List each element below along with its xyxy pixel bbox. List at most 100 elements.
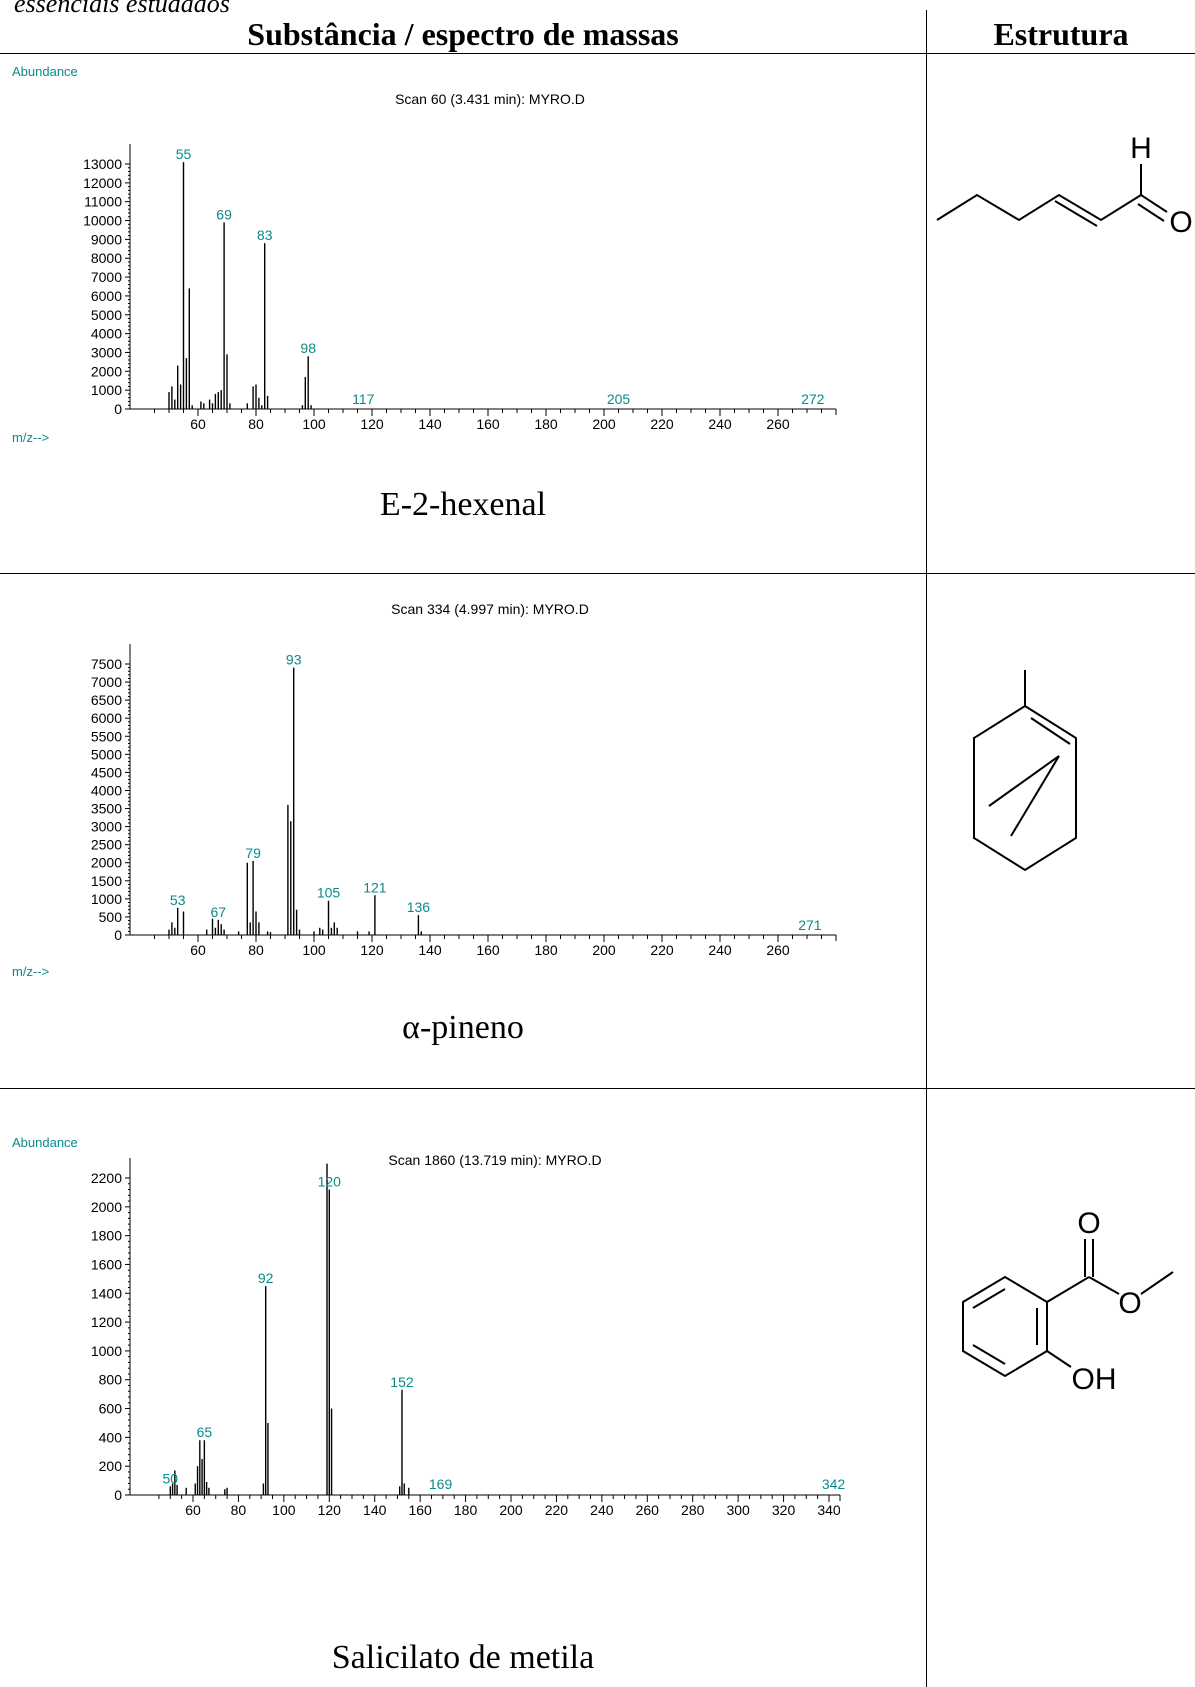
y-tick-label: 0 bbox=[114, 1487, 122, 1503]
y-tick-label: 4000 bbox=[91, 326, 122, 342]
x-tick-label: 80 bbox=[248, 942, 264, 958]
structure-cell-hexenal: H O bbox=[927, 54, 1195, 573]
x-tick-label: 180 bbox=[534, 942, 558, 958]
peak-label: 105 bbox=[317, 885, 341, 901]
x-tick-label: 220 bbox=[650, 416, 674, 432]
x-tick-label: 200 bbox=[592, 416, 616, 432]
y-tick-label: 6000 bbox=[91, 710, 122, 726]
y-tick-label: 10000 bbox=[83, 213, 122, 229]
y-tick-label: 11000 bbox=[84, 194, 122, 210]
x-tick-label: 80 bbox=[248, 416, 264, 432]
y-tick-label: 1800 bbox=[91, 1228, 122, 1244]
atom-label: OH bbox=[1072, 1363, 1117, 1396]
y-tick-label: 5000 bbox=[91, 746, 122, 762]
y-tick-label: 9000 bbox=[91, 231, 122, 247]
x-tick-label: 220 bbox=[650, 942, 674, 958]
atom-label: O bbox=[1118, 1287, 1141, 1320]
y-tick-label: 3000 bbox=[91, 344, 122, 360]
atom-label: O bbox=[1077, 1207, 1100, 1240]
peak-label: 53 bbox=[170, 892, 186, 908]
y-tick-label: 7000 bbox=[91, 674, 122, 690]
y-tick-label: 2000 bbox=[91, 363, 122, 379]
x-tick-label: 80 bbox=[231, 1502, 247, 1518]
e-2-hexenal-structure: H O bbox=[936, 132, 1193, 239]
peak-label: 272 bbox=[801, 391, 825, 407]
y-tick-label: 1200 bbox=[91, 1314, 122, 1330]
y-tick-label: 5500 bbox=[91, 728, 122, 744]
substance-name: Salicilato de metila bbox=[331, 1639, 595, 1676]
y-tick-label: 1000 bbox=[91, 891, 122, 907]
alpha-pinene-structure bbox=[973, 670, 1077, 872]
x-tick-label: 60 bbox=[190, 416, 206, 432]
x-tick-label: 260 bbox=[766, 416, 790, 432]
x-tick-label: 100 bbox=[302, 416, 326, 432]
peak-label: 152 bbox=[390, 1374, 414, 1390]
y-tick-label: 2500 bbox=[91, 837, 122, 853]
x-tick-label: 260 bbox=[636, 1502, 660, 1518]
peak-label: 342 bbox=[822, 1476, 846, 1492]
x-tick-label: 280 bbox=[681, 1502, 705, 1518]
y-tick-label: 6500 bbox=[91, 692, 122, 708]
row-divider-2 bbox=[0, 1088, 1195, 1089]
header-structure: Estrutura bbox=[993, 16, 1129, 52]
structure-cell-pinene bbox=[927, 574, 1195, 1088]
x-tick-label: 60 bbox=[185, 1502, 201, 1518]
x-tick-label: 320 bbox=[772, 1502, 796, 1518]
x-tick-label: 120 bbox=[360, 416, 384, 432]
x-tick-label: 160 bbox=[476, 416, 500, 432]
peak-label: 93 bbox=[286, 652, 302, 668]
y-tick-label: 1600 bbox=[91, 1256, 122, 1272]
y-tick-label: 7500 bbox=[91, 656, 122, 672]
peak-label: 55 bbox=[176, 146, 192, 162]
x-tick-label: 260 bbox=[766, 942, 790, 958]
peak-label: 67 bbox=[211, 904, 227, 920]
column-divider bbox=[926, 10, 927, 1687]
y-tick-label: 1500 bbox=[91, 873, 122, 889]
x-tick-label: 120 bbox=[318, 1502, 342, 1518]
peak-label: 65 bbox=[197, 1424, 213, 1440]
chart-title: Scan 1860 (13.719 min): MYRO.D bbox=[388, 1152, 601, 1168]
x-tick-label: 140 bbox=[418, 942, 442, 958]
x-tick-label: 340 bbox=[817, 1502, 841, 1518]
y-tick-label: 5000 bbox=[91, 307, 122, 323]
y-tick-label: 12000 bbox=[83, 175, 122, 191]
y-tick-label: 8000 bbox=[91, 250, 122, 266]
peak-label: 169 bbox=[429, 1476, 453, 1492]
x-tick-label: 100 bbox=[272, 1502, 296, 1518]
x-tick-label: 200 bbox=[592, 942, 616, 958]
x-tick-label: 160 bbox=[476, 942, 500, 958]
x-tick-label: 120 bbox=[360, 942, 384, 958]
y-tick-label: 500 bbox=[99, 909, 123, 925]
x-tick-label: 180 bbox=[534, 416, 558, 432]
y-tick-label: 200 bbox=[99, 1458, 123, 1474]
y-tick-label: 2000 bbox=[91, 1199, 122, 1215]
y-axis-label: Abundance bbox=[12, 64, 78, 79]
x-tick-label: 60 bbox=[190, 942, 206, 958]
x-tick-label: 140 bbox=[363, 1502, 387, 1518]
x-tick-label: 240 bbox=[708, 416, 732, 432]
x-tick-label: 240 bbox=[708, 942, 732, 958]
x-tick-label: 240 bbox=[590, 1502, 614, 1518]
y-tick-label: 1400 bbox=[91, 1285, 122, 1301]
peak-label: 120 bbox=[318, 1174, 342, 1190]
row-divider-1 bbox=[0, 573, 1195, 574]
peak-label: 117 bbox=[352, 391, 375, 407]
chart-title: Scan 334 (4.997 min): MYRO.D bbox=[391, 601, 589, 617]
x-tick-label: 100 bbox=[302, 942, 326, 958]
y-tick-label: 2000 bbox=[91, 855, 122, 871]
structure-cell-salicylate: O O OH bbox=[927, 1089, 1195, 1687]
y-tick-label: 600 bbox=[99, 1401, 123, 1417]
chart-title: Scan 60 (3.431 min): MYRO.D bbox=[395, 91, 585, 107]
substance-name: α-pineno bbox=[402, 1009, 524, 1046]
y-tick-label: 800 bbox=[99, 1372, 123, 1388]
peak-label: 69 bbox=[216, 206, 232, 222]
x-axis-label: m/z--> bbox=[12, 964, 49, 979]
figure-caption: essenciais estudados bbox=[14, 0, 230, 18]
y-tick-label: 4500 bbox=[91, 764, 122, 780]
y-tick-label: 400 bbox=[99, 1429, 123, 1445]
x-tick-label: 160 bbox=[408, 1502, 432, 1518]
row-divider-header bbox=[0, 53, 1195, 54]
x-tick-label: 300 bbox=[726, 1502, 750, 1518]
